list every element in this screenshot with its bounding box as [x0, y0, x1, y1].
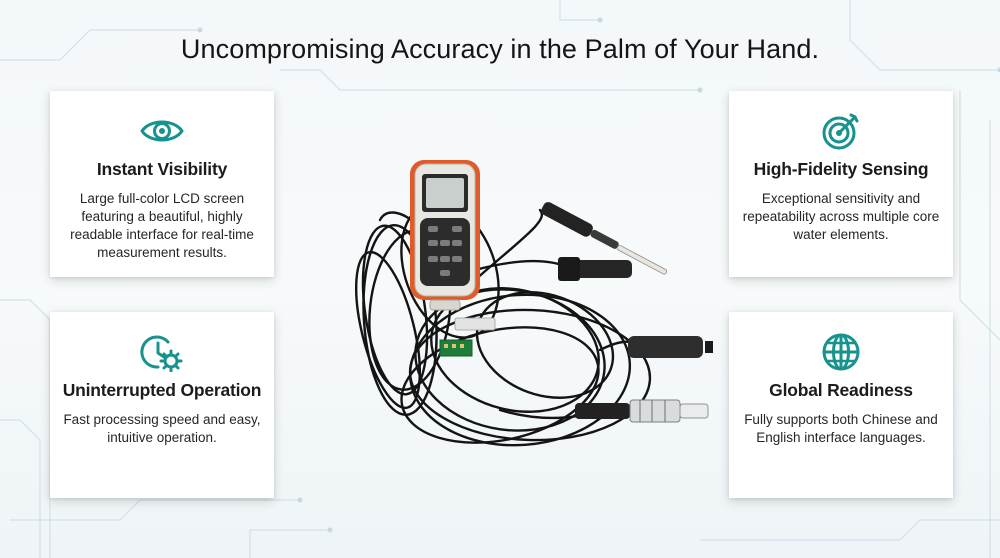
target-icon	[822, 113, 859, 150]
handheld-meter-with-probes-image	[355, 160, 713, 447]
page-title: Uncompromising Accuracy in the Palm of Y…	[180, 34, 820, 64]
feature-card-high-fidelity-sensing: High-Fidelity Sensing Exceptional sensit…	[729, 91, 953, 277]
feature-card-global-readiness: Global Readiness Fully supports both Chi…	[729, 312, 953, 498]
card-description: Exceptional sensitivity and repeatabilit…	[742, 191, 940, 242]
feature-card-instant-visibility: Instant Visibility Large full-color LCD …	[50, 91, 274, 277]
card-heading: Global Readiness	[769, 380, 913, 400]
card-heading: High-Fidelity Sensing	[753, 159, 929, 179]
card-description: Fully supports both Chinese and English …	[744, 412, 938, 445]
clock-gear-icon	[140, 335, 183, 372]
card-description: Large full-color LCD screen featuring a …	[70, 191, 254, 260]
feature-card-uninterrupted-operation: Uninterrupted Operation Fast processing …	[50, 312, 274, 498]
globe-icon	[822, 333, 860, 371]
card-description: Fast processing speed and easy, intuitiv…	[63, 412, 261, 445]
eye-icon	[140, 120, 184, 142]
card-heading: Uninterrupted Operation	[62, 380, 262, 400]
card-heading: Instant Visibility	[96, 159, 228, 179]
